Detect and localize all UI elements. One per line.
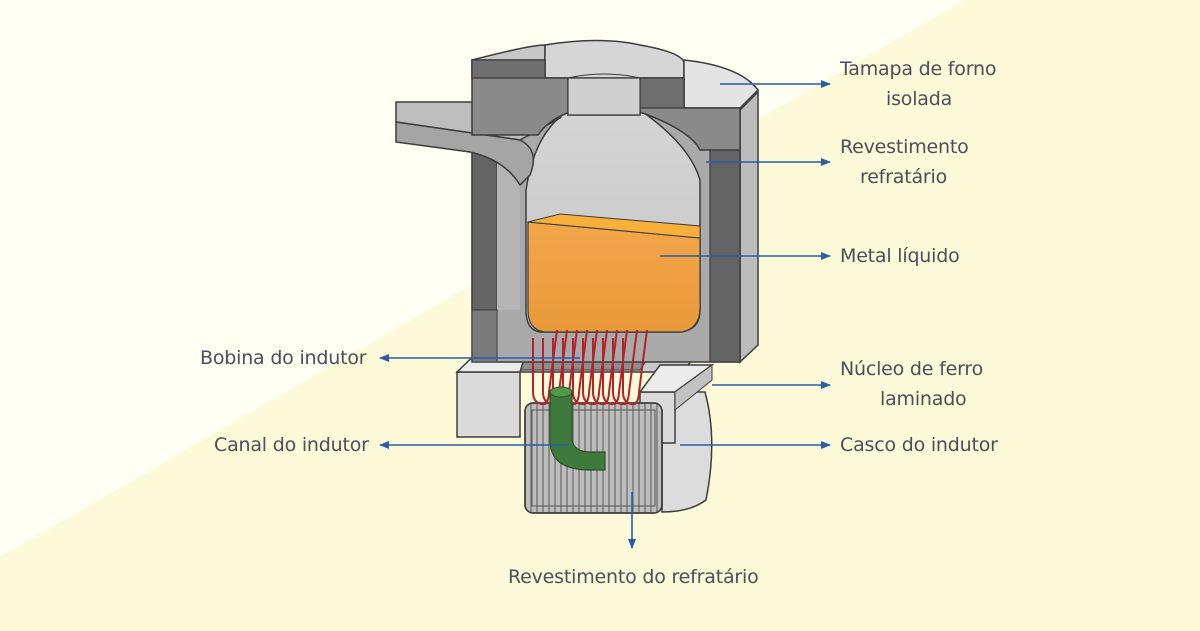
label-inductor-coil-text: Bobina do indutor: [200, 347, 367, 369]
label-inductor-refractory-text: Revestimento do refratário: [508, 566, 759, 588]
label-insulated-lid: Tamapa de forno isolada: [840, 54, 996, 114]
label-inductor-coil: Bobina do indutor: [200, 343, 367, 373]
furnace-body: [471, 90, 759, 364]
coil-winding: [572, 329, 598, 405]
coil-winding: [612, 329, 638, 405]
label-molten-metal: Metal líquido: [840, 241, 960, 271]
leader-lines: [379, 80, 831, 549]
inductor-housing: [640, 391, 713, 513]
label-inductor-channel: Canal do indutor: [214, 430, 369, 460]
furnace-lid: [471, 39, 759, 151]
label-inductor-channel-text: Canal do indutor: [214, 434, 369, 456]
label-iron-core-line1: Núcleo de ferro: [840, 358, 983, 380]
coil-winding: [622, 329, 648, 405]
inductor-channel: [549, 386, 606, 471]
label-refractory-lining-line2: refratário: [860, 166, 948, 188]
coil-winding: [532, 329, 558, 405]
label-refractory-lining: Revestimento refratário: [840, 132, 969, 192]
label-inductor-housing-text: Casco do indutor: [840, 434, 998, 456]
coil-winding: [582, 329, 608, 405]
refractory-inner-frame: [531, 409, 656, 507]
label-inductor-housing: Casco do indutor: [840, 430, 998, 460]
label-insulated-lid-line2: isolada: [886, 88, 953, 110]
coil-winding: [602, 329, 628, 405]
label-inductor-refractory: Revestimento do refratário: [508, 562, 759, 592]
coil-winding: [592, 329, 618, 405]
molten-metal: [527, 221, 701, 333]
label-molten-metal-text: Metal líquido: [840, 245, 960, 267]
label-insulated-lid-line1: Tamapa de forno: [840, 58, 997, 80]
label-iron-core: Núcleo de ferro laminado: [840, 354, 983, 414]
label-iron-core-line2: laminado: [880, 388, 967, 410]
label-refractory-lining-line1: Revestimento: [840, 136, 969, 158]
